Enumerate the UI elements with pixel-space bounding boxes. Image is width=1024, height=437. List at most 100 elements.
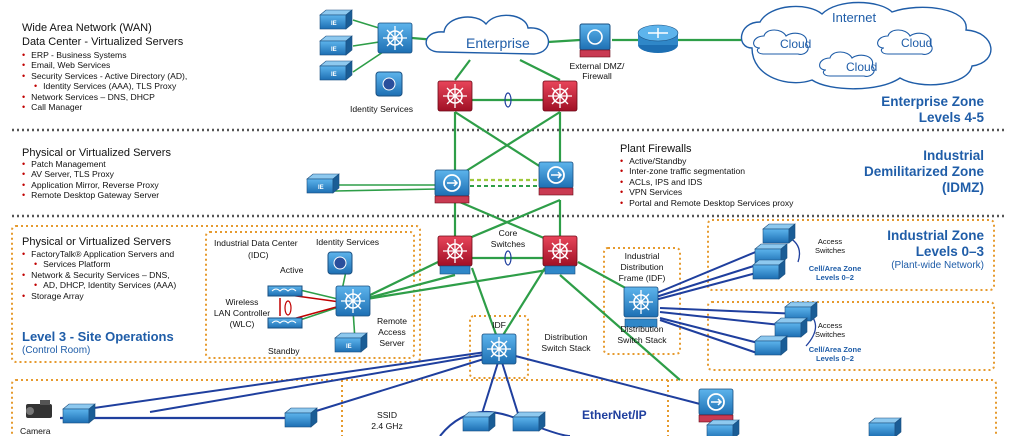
l3-servers-list: FactoryTalk® Application Servers and Ser… — [22, 249, 176, 301]
core-label-2: Switches — [490, 239, 526, 249]
ras-label-2: Access — [378, 327, 406, 337]
idf-right-stack-1: Distribution — [620, 324, 664, 334]
idf-right-label-2: Distribution — [620, 262, 664, 272]
plant-firewalls-heading: Plant Firewalls — [620, 143, 692, 155]
wan-services-list: ERP - Business Systems Email, Web Servic… — [22, 50, 187, 112]
external-dmz-label-2: Firewall — [582, 71, 612, 81]
plant-firewall-icon[interactable] — [538, 161, 574, 196]
plant-firewall-icon[interactable] — [434, 169, 470, 204]
core-switch-icon[interactable] — [437, 235, 473, 267]
idf-center-stack-1: Distribution — [544, 332, 588, 342]
list-item: Services Platform — [22, 259, 176, 269]
wan-heading: Wide Area Network (WAN) — [22, 22, 152, 34]
datacenter-switch-icon[interactable] — [377, 22, 413, 54]
access-switches-label: Switches — [814, 330, 845, 339]
datacenter-heading: Data Center - Virtualized Servers — [22, 36, 184, 48]
list-item: Network & Security Services – DNS, — [22, 270, 176, 280]
distribution-switch-icon[interactable] — [481, 333, 517, 365]
level3-zone-box — [11, 225, 421, 363]
list-item: ERP - Business Systems — [22, 50, 187, 60]
access-switch-icon[interactable] — [754, 335, 788, 356]
identity-services-icon — [375, 71, 403, 97]
ies-icon[interactable] — [462, 411, 496, 432]
idmz-zone-line1: Industrial — [923, 148, 984, 163]
server-icon — [319, 60, 353, 81]
cell-area-zone-label: Cell/Area Zone — [808, 345, 862, 354]
l3-servers-heading: Physical or Virtualized Servers — [22, 236, 171, 248]
remote-access-server-icon — [334, 332, 368, 353]
ethernet-ip-logo: EtherNet/IP — [582, 408, 647, 422]
list-item: Email, Web Services — [22, 60, 187, 70]
enterprise-zone-title: Enterprise Zone — [881, 94, 984, 109]
access-switch-icon[interactable] — [774, 317, 808, 338]
list-item: Active/Standby — [620, 156, 793, 166]
level3-title: Level 3 - Site Operations — [22, 329, 174, 344]
ies-icon[interactable] — [868, 417, 902, 436]
idmz-servers-heading: Physical or Virtualized Servers — [22, 147, 171, 159]
cell-area-levels-label: Levels 0–2 — [816, 354, 854, 363]
active-label: Active — [280, 265, 304, 275]
idc-title-1: Industrial Data Center — [214, 238, 298, 248]
idf-center-label: IDF — [492, 320, 506, 330]
idc-title-2: (IDC) — [248, 250, 269, 260]
ies-icon[interactable] — [284, 407, 318, 428]
router-icon[interactable] — [637, 24, 679, 53]
idc-switch-icon[interactable] — [335, 285, 371, 317]
idf-right-stack-2: Switch Stack — [617, 335, 667, 345]
standby-label: Standby — [268, 346, 300, 356]
idf-center-stack-2: Switch Stack — [541, 343, 591, 353]
list-item: AD, DHCP, Identity Services (AAA) — [22, 280, 176, 290]
list-item: Security Services - Active Directory (AD… — [22, 71, 187, 81]
blue-links — [79, 245, 801, 421]
wlc-label-2: LAN Controller — [213, 308, 271, 318]
idc-identity-label: Identity Services — [316, 237, 380, 247]
core-label-1: Core — [498, 228, 518, 238]
access-switch-icon[interactable] — [752, 259, 786, 280]
list-item: Network Services – DNS, DHCP — [22, 92, 187, 102]
enterprise-cloud-icon — [425, 14, 550, 55]
wlc-standby-icon[interactable] — [267, 317, 303, 329]
cell-area-box-1 — [707, 219, 995, 291]
firewall-icon[interactable] — [698, 388, 734, 423]
list-item: Application Mirror, Reverse Proxy — [22, 180, 159, 190]
plant-firewalls-list: Active/Standby Inter-zone traffic segmen… — [620, 156, 793, 208]
server-icon — [319, 9, 353, 30]
list-item: Identity Services (AAA), TLS Proxy — [22, 81, 187, 91]
list-item: VPN Services — [620, 187, 793, 197]
level3-subtitle: (Control Room) — [22, 345, 91, 356]
ies-icon[interactable] — [62, 403, 96, 424]
idmz-servers-list: Patch Management AV Server, TLS Proxy Ap… — [22, 159, 159, 201]
list-item: Remote Desktop Gateway Server — [22, 190, 159, 200]
ssid-band-label: 2.4 GHz — [371, 421, 403, 431]
camera-label: Camera — [20, 426, 51, 436]
industrial-zone-levels: Levels 0–3 — [915, 244, 984, 259]
list-item: FactoryTalk® Application Servers and — [22, 249, 176, 259]
enterprise-core-switch-icon[interactable] — [437, 80, 473, 112]
cloud-label: Cloud — [901, 36, 933, 50]
list-item: Portal and Remote Desktop Services proxy — [620, 198, 793, 208]
wlc-label-3: (WLC) — [229, 319, 255, 329]
server-icon — [306, 173, 340, 194]
green-links — [359, 36, 752, 381]
ies-icon[interactable] — [512, 411, 546, 432]
cell-area-levels-label: Levels 0–2 — [816, 273, 854, 282]
wlc-label-1: Wireless — [225, 297, 259, 307]
industrial-zone-sub: (Plant-wide Network) — [891, 260, 984, 271]
list-item: Inter-zone traffic segmentation — [620, 166, 793, 176]
access-switch-icon[interactable] — [762, 223, 796, 244]
ras-label-1: Remote — [376, 316, 408, 326]
industrial-zone-title: Industrial Zone — [887, 228, 984, 243]
idf-right-label-3: Frame (IDF) — [618, 273, 666, 283]
wlc-active-icon[interactable] — [267, 285, 303, 297]
idf-right-box — [603, 247, 681, 355]
distribution-switch-icon[interactable] — [623, 286, 659, 318]
idmz-zone-line2: Demilitarized Zone — [863, 164, 984, 179]
enterprise-core-switch-icon[interactable] — [542, 80, 578, 112]
external-firewall-icon[interactable] — [579, 23, 611, 58]
bottom-zone-box — [11, 379, 997, 436]
ssid-label: SSID — [376, 410, 398, 420]
core-switch-icon[interactable] — [542, 235, 578, 267]
ies-icon[interactable] — [706, 419, 740, 436]
server-icon — [319, 35, 353, 56]
